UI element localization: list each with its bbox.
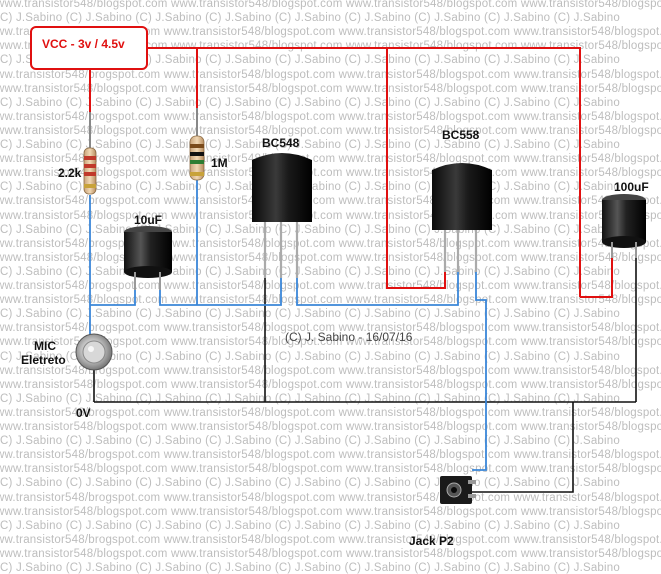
ground-to-jack: [472, 402, 574, 493]
watermark-line: www.transistor548/blogspot.com www.trans…: [0, 336, 661, 349]
watermark-line: (C) J.Sabino (C) J.Sabino (C) J.Sabino (…: [0, 12, 620, 25]
watermark-line: www.transistor548/blogspot.com www.trans…: [0, 0, 661, 10]
transistor-bc548: [252, 153, 312, 278]
mic-label-line2: Eletreto: [21, 353, 66, 367]
watermark-line: (C) J.Sabino (C) J.Sabino (C) J.Sabino (…: [0, 562, 620, 574]
watermark-line: ww.transistor548/brogspot.com www.transi…: [0, 449, 661, 462]
circuit-drawing: [75, 47, 646, 504]
electret-microphone: [75, 333, 113, 371]
watermark-line: ww.transistor548/brogspot.com www.transi…: [0, 491, 661, 504]
watermark-line: (C) J.Sabino (C) J.Sabino (C) J.Sabino (…: [0, 435, 620, 448]
credit-text: (C) J. Sabino - 16/07/16: [285, 330, 413, 344]
transistor-bc548-label: BC548: [262, 136, 300, 150]
watermark-line: www.transistor548/blogspot.com www.trans…: [0, 40, 661, 53]
c1-to-q1-base: [159, 275, 282, 306]
capacitor-10uf-label: 10uF: [134, 213, 163, 227]
transistor-bc558-label: BC558: [442, 128, 480, 142]
jack-p2-label: Jack P2: [409, 534, 454, 548]
watermark-line: www.transistor548/blogspot.com www.trans…: [0, 378, 661, 391]
capacitor-100uf: [602, 194, 646, 258]
q1-collector-to-q2-base: [296, 268, 459, 306]
watermark-line: www.transistor548/blogspot.com www.trans…: [0, 167, 661, 180]
vcc-label: VCC - 3v / 4.5v: [42, 37, 125, 51]
watermark-line: (C) J.Sabino (C) J.Sabino (C) J.Sabino (…: [0, 308, 620, 321]
watermark-line: (C) J.Sabino (C) J.Sabino (C) J.Sabino (…: [0, 139, 620, 151]
watermark-line: www.transistor548/blogspot.com www.trans…: [0, 547, 661, 560]
watermark-line: ww.transistor548/brogspot.com www.transi…: [0, 110, 661, 123]
capacitor-100uf-label: 100uF: [614, 180, 649, 194]
watermark-line: ww.transistor548/brogspot.com www.transi…: [0, 322, 661, 335]
resistor-1m: [189, 108, 205, 181]
resistor-1m-label: 1M: [211, 156, 228, 170]
signal-wires: [89, 178, 487, 471]
watermark-line: ww.transistor548/brogspot.com www.transi…: [0, 195, 661, 208]
mic-label-line1: MIC: [34, 339, 56, 353]
capacitor-10uf: [124, 226, 172, 290]
watermark-line: www.transistor548/blogspot.com www.trans…: [0, 294, 661, 307]
transistor-bc558: [432, 163, 492, 272]
vcc-label-box: VCC - 3v / 4.5v: [30, 26, 148, 70]
vcc-rail-top: [148, 47, 581, 297]
watermark-line: (C) J.Sabino (C) J.Sabino (C) J.Sabino (…: [0, 96, 620, 109]
ground-wires: [93, 255, 637, 493]
watermark-line: www.transistor548/blogspot.com www.trans…: [0, 124, 661, 137]
watermark-line: (C) J.Sabino (C) J.Sabino (C) J.Sabino (…: [0, 519, 620, 532]
watermark-line: www.transistor548/blogspot.com www.trans…: [0, 421, 661, 433]
watermark-line: ww.transistor548/brogspot.com www.transi…: [0, 280, 661, 292]
resistor-2k2-label: 2.2k: [58, 166, 82, 180]
vcc-to-q2-emitter: [386, 48, 446, 289]
resistor-2k2: [83, 112, 97, 195]
watermark-line: ww.transistor548/brogspot.com www.transi…: [0, 364, 661, 377]
watermark-line: www.transistor548/blogspot.com www.trans…: [0, 505, 661, 518]
watermark-line: ww.transistor548/brogspot.com www.transi…: [0, 153, 661, 166]
watermark-line: ww.transistor548/brogspot.com www.transi…: [0, 533, 661, 546]
watermark-line: ww.transistor548/brogspot.com www.transi…: [0, 26, 661, 39]
ground-label: 0V: [76, 406, 91, 420]
jack-p2: [440, 476, 476, 504]
watermark-line: (C) J.Sabino (C) J.Sabino (C) J.Sabino (…: [0, 54, 620, 67]
watermark-line: www.transistor548/blogspot.com www.trans…: [0, 463, 661, 476]
q2-collector-to-jack: [472, 268, 487, 471]
watermark-line: (C) J.Sabino (C) J.Sabino (C) J.Sabino (…: [0, 350, 620, 363]
vcc-to-c2: [580, 255, 613, 298]
watermark-line: ww.transistor548/brogspot.com www.transi…: [0, 406, 661, 419]
mic-to-c1: [90, 285, 136, 306]
watermark-line: www.transistor548/blogspot.com www.trans…: [0, 209, 661, 222]
watermark-line: ww.transistor548/brogspot.com www.transi…: [0, 68, 661, 81]
watermark-line: www.transistor548/blogspot.com www.trans…: [0, 82, 661, 95]
